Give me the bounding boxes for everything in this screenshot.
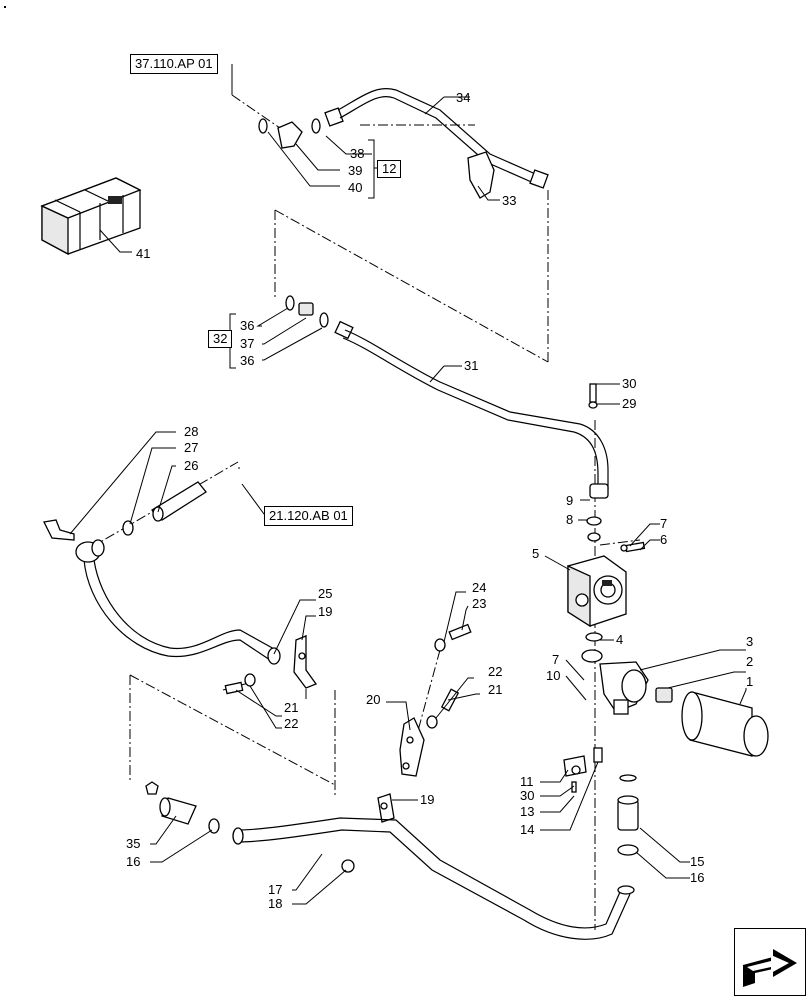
pipe-34	[337, 88, 549, 189]
sleeve-35	[145, 781, 197, 825]
hose-26	[150, 481, 207, 522]
callout-5: 5	[532, 546, 539, 561]
washer-9-8	[586, 516, 602, 542]
sleeve-15	[617, 774, 639, 831]
callout-labels: 34 33 38 39 40 41 36 37 36 31 30 29 9 8 …	[126, 90, 753, 911]
group-box-12: 12	[377, 160, 402, 178]
callout-14: 14	[520, 822, 534, 837]
callout-40: 40	[348, 180, 362, 195]
callout-20: 20	[366, 692, 380, 707]
bracket-19-lower	[377, 793, 395, 823]
callout-13: 13	[520, 804, 534, 819]
callout-18: 18	[268, 896, 282, 911]
callout-31: 31	[464, 358, 478, 373]
bolt-14	[593, 747, 603, 763]
callout-37: 37	[240, 336, 254, 351]
leader-lines	[69, 64, 747, 905]
callout-38: 38	[350, 146, 364, 161]
callout-23: 23	[472, 596, 486, 611]
clamp-16	[617, 844, 639, 856]
callout-26: 26	[184, 458, 198, 473]
clamp-27	[122, 520, 134, 536]
filter-1	[681, 691, 769, 757]
callout-30-top: 30	[622, 376, 636, 391]
callout-27: 27	[184, 440, 198, 455]
callout-25: 25	[318, 586, 332, 601]
callout-17: 17	[268, 882, 282, 897]
shipping-crate-icon	[40, 177, 142, 256]
bracket-19-upper	[293, 635, 318, 689]
bolt-21-22-right	[426, 688, 460, 729]
callout-30-mid: 30	[520, 788, 534, 803]
callout-9: 9	[566, 493, 573, 508]
group-box-32: 32	[208, 330, 233, 348]
reference-box-top[interactable]: 37.110.AP 01	[130, 54, 218, 74]
fitting-group-mid	[285, 295, 354, 340]
bolt-23-24	[434, 623, 472, 652]
callout-1: 1	[746, 674, 753, 689]
callout-24: 24	[472, 580, 486, 595]
pipe-17	[232, 817, 635, 940]
callout-33: 33	[502, 193, 516, 208]
pipe-31	[342, 329, 609, 499]
callout-34: 34	[456, 90, 470, 105]
callout-15: 15	[690, 854, 704, 869]
callout-35: 35	[126, 836, 140, 851]
clamp-16-left	[208, 818, 220, 834]
callout-16-right: 16	[690, 870, 704, 885]
reference-box-mid[interactable]: 21.120.AB 01	[264, 506, 353, 526]
bolt-21-22-left	[224, 673, 256, 695]
callout-36b: 36	[240, 353, 254, 368]
callout-10: 10	[546, 668, 560, 683]
callout-8: 8	[566, 512, 573, 527]
bolt-7-6	[620, 541, 646, 553]
callout-3: 3	[746, 634, 753, 649]
callout-21-right: 21	[488, 682, 502, 697]
adapter-2	[655, 687, 673, 703]
callout-22-left: 22	[284, 716, 298, 731]
next-page-button[interactable]	[734, 928, 806, 996]
stud-29-30	[588, 383, 598, 409]
oring-4	[585, 632, 603, 642]
callout-22-right: 22	[488, 664, 502, 679]
callout-36a: 36	[240, 318, 254, 333]
bracket-11	[563, 755, 587, 793]
callout-19-upper: 19	[318, 604, 332, 619]
callout-28: 28	[184, 424, 198, 439]
bracket-20	[399, 717, 425, 777]
callout-16-left: 16	[126, 854, 140, 869]
corner-dot	[4, 6, 6, 8]
pipe-25	[75, 539, 281, 665]
callout-6: 6	[660, 532, 667, 547]
arrow-next-icon	[743, 949, 797, 987]
fitting-group-top	[258, 107, 344, 149]
callout-39: 39	[348, 163, 362, 178]
callout-7-mid: 7	[552, 652, 559, 667]
fitting-18	[341, 859, 355, 873]
callout-41: 41	[136, 246, 150, 261]
callout-11: 11	[520, 774, 534, 789]
callout-4: 4	[616, 632, 623, 647]
clip-28	[43, 519, 75, 541]
clip-33	[467, 151, 495, 199]
callout-7-top: 7	[660, 516, 667, 531]
callout-29: 29	[622, 396, 636, 411]
callout-21-left: 21	[284, 700, 298, 715]
filter-head-3	[581, 649, 649, 715]
pump-5	[567, 555, 627, 628]
callout-19-lower: 19	[420, 792, 434, 807]
callout-2: 2	[746, 654, 753, 669]
